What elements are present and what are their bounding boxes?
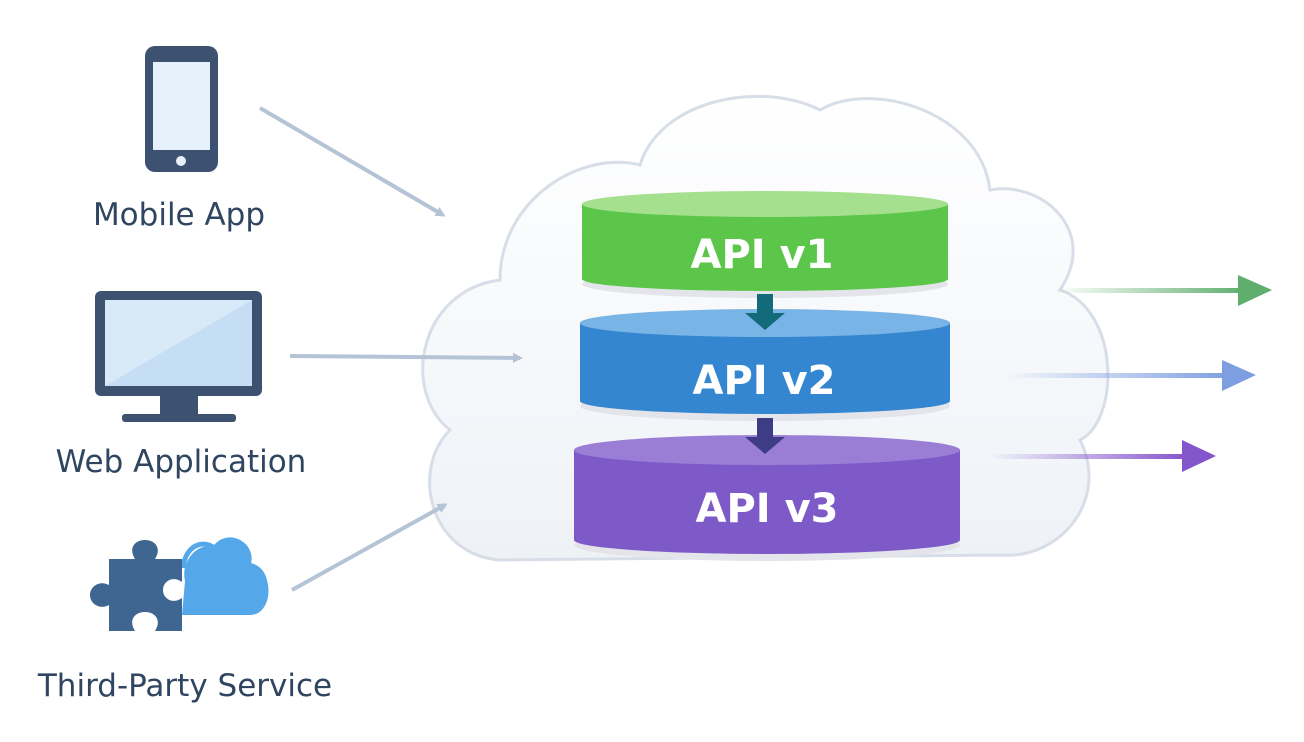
api-v2-cylinder[interactable]: API v2	[580, 309, 950, 421]
arrow-third-party-to-cloud	[291, 503, 448, 592]
api-v3-cylinder[interactable]: API v3	[574, 435, 960, 561]
arrow-v2-to-v3	[745, 418, 785, 454]
client-label-web: Web Application	[56, 444, 307, 480]
arrow-v1-to-v2	[745, 294, 785, 330]
arrow-web-to-cloud	[289, 352, 523, 363]
arrow-out-v2	[1005, 360, 1256, 391]
client-label-mobile: Mobile App	[93, 197, 265, 233]
api-v1-label: API v1	[691, 232, 834, 278]
client-label-third-party: Third-Party Service	[37, 668, 332, 704]
arrow-out-v1	[1055, 275, 1272, 306]
arrow-mobile-to-cloud	[258, 106, 446, 217]
puzzle-cloud-icon	[90, 537, 269, 631]
mobile-phone-icon	[145, 46, 218, 172]
api-v1-cylinder[interactable]: API v1	[582, 191, 948, 298]
api-v2-label: API v2	[693, 358, 836, 404]
desktop-monitor-icon	[95, 291, 262, 422]
arrow-out-v3	[990, 440, 1216, 472]
api-v3-label: API v3	[696, 486, 839, 532]
